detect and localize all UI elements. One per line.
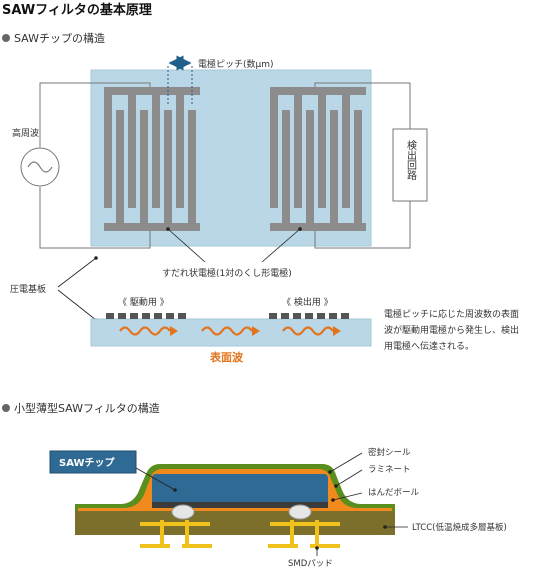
solder-ball-label: はんだボール: [368, 488, 420, 498]
sine-wave-icon: [27, 161, 53, 173]
ltcc-leader-dot: [383, 525, 387, 529]
surface-wave-label: 表面波: [209, 350, 244, 364]
page-title: SAWフィルタの基本原理: [2, 2, 152, 18]
section2-bullet-icon: [2, 404, 10, 412]
surface-wave-arrows: [119, 326, 334, 336]
detect-electrode-side: [269, 313, 349, 319]
detect-label: 《 検出用 》: [282, 296, 333, 308]
section1-heading: SAWチップの構造: [14, 31, 105, 45]
circuit-wires: [39, 82, 411, 249]
note-line-1: 電極ピッチに応じた周波数の表面: [384, 308, 519, 320]
detect-idt-electrode: [270, 87, 366, 231]
substrate-label: 圧電基板: [10, 283, 46, 295]
idt-leader-lines: [167, 228, 301, 263]
detector-box: [392, 128, 428, 202]
seal-leader-dot: [328, 470, 332, 474]
surface-wave-2: [201, 326, 253, 336]
saw-chip-body: [152, 474, 328, 506]
seal-label: 密封シール: [368, 447, 411, 458]
saw-chip-electrode-layer: [152, 502, 328, 508]
drive-label: 《 駆動用 》: [118, 297, 169, 308]
laminate-label: ラミネート: [368, 465, 411, 475]
ltcc-substrate: [75, 511, 395, 535]
right-leader-lines: [329, 452, 408, 528]
drive-idt-electrode: [104, 87, 200, 231]
detector-label: 検出回路: [405, 139, 417, 181]
surface-wave-arrowheads: [170, 326, 341, 336]
ltcc-label: LTCC(低温焼成多層基板): [412, 522, 507, 533]
solder-ball-left: [171, 504, 195, 520]
idt-leader-dot-left: [166, 227, 170, 231]
solder-ball-right: [288, 504, 312, 520]
idt-leader-dot-right: [298, 227, 302, 231]
note-line-3: 用電極へ伝達される。: [384, 340, 474, 352]
idt-label: すだれ状電極(1対のくし形電極): [162, 267, 292, 279]
substrate-leader-lines: [57, 257, 97, 321]
chip-leader-line: [135, 467, 176, 491]
source-label: 高周波: [12, 127, 39, 139]
pitch-label: 電極ピッチ(数μm): [198, 58, 274, 70]
chip-leader-dot: [173, 488, 177, 492]
note-line-2: 波が駆動用電極から発生し、検出: [384, 324, 519, 336]
drive-electrode-side: [106, 313, 186, 319]
section2-heading: 小型薄型SAWフィルタの構造: [14, 401, 160, 415]
piezo-substrate-side: [90, 318, 372, 347]
surface-wave-1: [119, 326, 171, 336]
ball-leader-dot: [331, 498, 335, 502]
smd-label: SMDパッド: [288, 559, 333, 569]
section1-bullet-icon: [2, 34, 10, 42]
substrate-leader-dot-top: [94, 256, 98, 260]
surface-wave-3: [282, 326, 334, 336]
saw-chip-label: SAWチップ: [59, 456, 116, 469]
smd-leader-dot: [315, 546, 319, 550]
saw-chip-callout: [49, 450, 137, 474]
laminate-leader-dot: [334, 484, 338, 488]
smd-pads: [140, 520, 340, 548]
